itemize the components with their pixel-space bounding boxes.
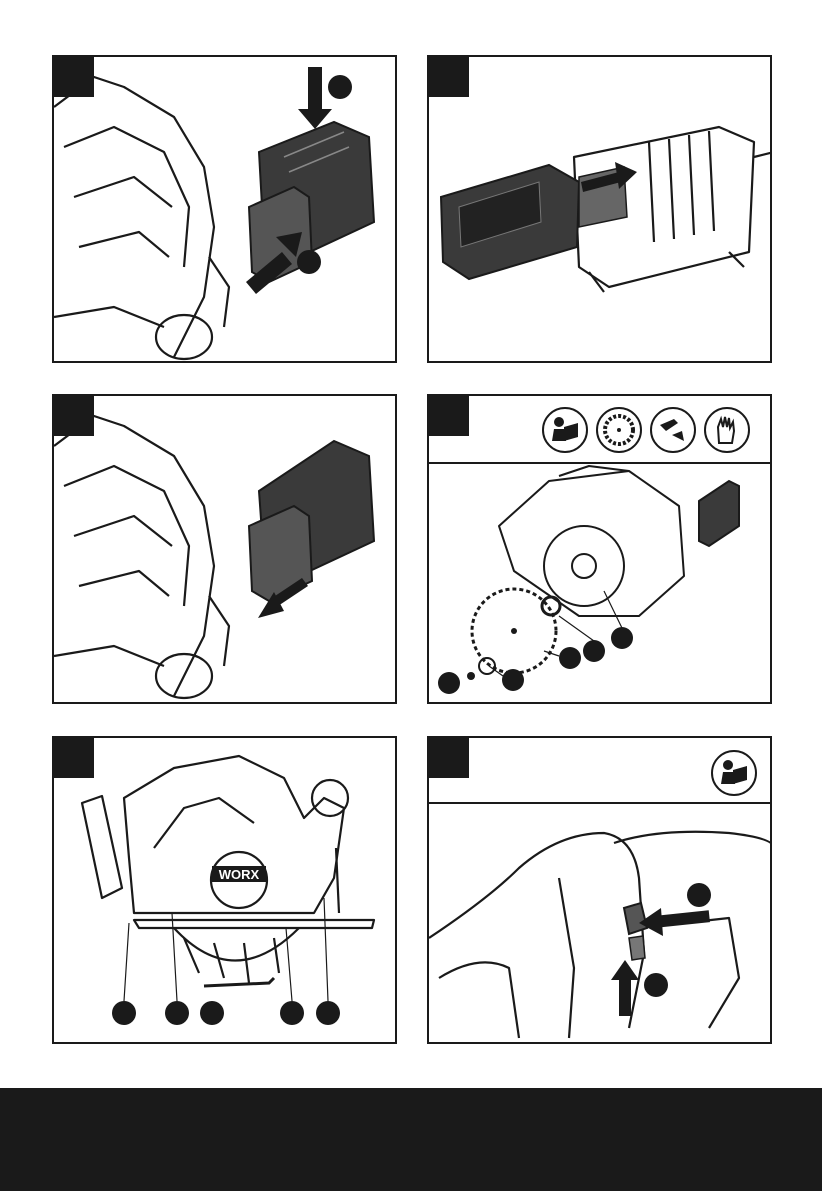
step-number-box <box>54 396 94 436</box>
battery-insert-illustration <box>54 57 397 363</box>
saw-overview-illustration: WORX <box>54 738 397 1044</box>
washer <box>479 658 495 674</box>
step-number-box <box>54 57 94 97</box>
battery-charging-illustration <box>429 57 772 363</box>
callout-marker <box>644 973 668 997</box>
panel-switch-operation <box>427 736 772 1044</box>
callout-marker <box>328 75 352 99</box>
step-number-box <box>429 57 469 97</box>
blade-change-illustration <box>429 396 772 704</box>
arrow-down-icon <box>298 67 332 129</box>
outer-flange <box>542 597 560 615</box>
arrow-up-icon <box>611 960 639 1016</box>
battery-pack <box>699 481 739 546</box>
step-number-box <box>429 738 469 778</box>
hex-key <box>204 978 274 986</box>
panel-battery-charging <box>427 55 772 363</box>
panel-saw-overview: WORX <box>52 736 397 1044</box>
step-number-box <box>54 738 94 778</box>
panel-battery-remove <box>52 394 397 704</box>
arrow-left-icon <box>639 908 710 936</box>
panel-blade-change <box>427 394 772 704</box>
callout-markers <box>438 627 633 694</box>
switch-operation-illustration <box>429 738 772 1044</box>
bolt <box>467 672 475 680</box>
callout-marker <box>687 883 711 907</box>
step-number-box <box>429 396 469 436</box>
battery-remove-illustration <box>54 396 397 704</box>
worx-logo-text: WORX <box>219 867 260 882</box>
callout-marker <box>297 250 321 274</box>
panel-battery-insert <box>52 55 397 363</box>
callout-markers <box>112 1001 340 1025</box>
battery-pack <box>249 441 374 601</box>
page-footer-band <box>0 1088 822 1191</box>
